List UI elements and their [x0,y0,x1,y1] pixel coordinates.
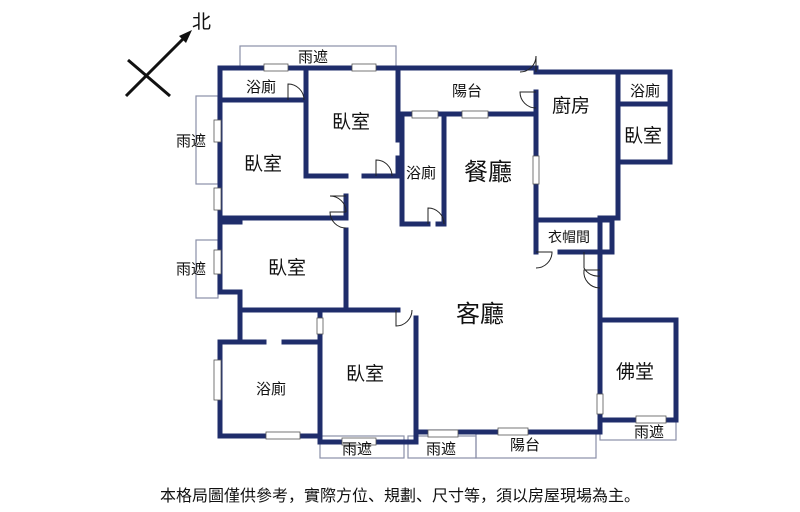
room-label-bath-top-right: 浴廁 [630,82,660,100]
room-label-dining: 餐廳 [464,158,512,186]
door-swing [329,211,347,229]
compass-stroke-1 [127,58,171,98]
window [213,119,222,143]
window [461,110,489,119]
compass: 北 [124,11,211,98]
window [341,437,377,446]
room-label-bed-mid-left: 臥室 [268,257,306,279]
room-label-kitchen: 廚房 [552,94,590,117]
door-swing [427,207,445,225]
walls [217,65,679,445]
window [497,427,529,436]
canopy-label-top: 雨遮 [298,48,328,66]
canopy-label-left-lower: 雨遮 [176,260,206,278]
windows [213,63,667,446]
door-swing [395,309,413,327]
window [351,63,377,72]
exterior-wall [217,65,679,445]
room-labels: 浴廁 臥室 臥室 陽台 廚房 浴廁 臥室 浴廁 餐廳 衣帽間 臥室 客廳 浴廁 … [244,78,662,454]
compass-north-label: 北 [192,11,211,33]
door-swing [375,159,393,177]
wall-bath-bottom-top-2 [281,339,323,439]
wall-closet [533,217,615,255]
wall-bed-top-mid-right [361,155,401,179]
room-label-bath-bottom-left: 浴廁 [256,380,286,398]
door-swing [519,91,537,109]
window [213,359,222,401]
window [635,415,667,424]
sliding-door [532,155,540,185]
window [263,63,289,72]
door-swing [583,269,601,289]
room-label-bath-top-left: 浴廁 [246,78,276,96]
window [411,110,439,119]
window [265,431,301,440]
canopy-label-bottom-left: 雨遮 [342,440,372,458]
room-label-living: 客廳 [456,300,504,328]
room-label-bed-top-mid: 臥室 [332,111,370,133]
floor-plan: 北 [124,11,679,459]
room-label-bath-center: 浴廁 [406,164,436,182]
disclaimer-text: 本格局圖僅供參考，實際方位、規劃、尺寸等，須以房屋現場為主。 [159,486,640,505]
room-label-balcony-bottom: 陽台 [510,436,540,454]
canopy-label-bottom-mid: 雨遮 [426,440,456,458]
wall-bed-top-mid-left [303,65,349,179]
compass-stroke-2 [124,32,190,98]
room-label-bed-top-left: 臥室 [244,153,282,175]
window [427,429,459,438]
window [213,187,222,211]
canopy-label-bottom-right: 雨遮 [634,423,664,441]
door-swing [519,55,537,73]
door-swing [287,83,305,101]
door-swing [329,195,347,213]
wall-bed-top-left-bottom [217,193,349,221]
room-label-shrine: 佛堂 [616,361,654,383]
room-label-bed-top-right: 臥室 [624,125,662,147]
room-label-closet: 衣帽間 [548,230,590,246]
canopy-label-left-upper: 雨遮 [176,132,206,150]
north-arrow-icon [179,30,192,43]
window [213,249,222,275]
room-label-bed-bottom: 臥室 [346,363,384,385]
sliding-door [596,393,604,415]
sliding-door [316,317,324,335]
wall-bath-center-right [435,111,447,227]
canopy-bottom-left-outline [319,435,405,459]
canopy-labels: 雨遮 雨遮 雨遮 雨遮 雨遮 雨遮 [176,48,664,458]
door-swing [535,251,553,269]
door-swing [583,252,601,277]
wall-bath-center-left [399,111,431,227]
doors [287,55,604,415]
room-label-balcony-top: 陽台 [452,82,482,100]
